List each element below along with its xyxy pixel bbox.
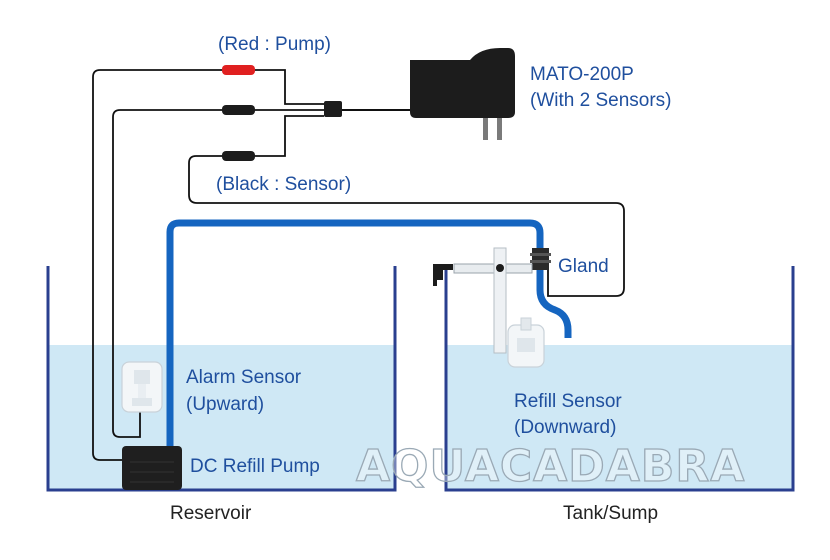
- alarm-sensor-cable: [112, 109, 222, 438]
- tank-water: [446, 345, 793, 490]
- black-sensor-label: (Black : Sensor): [216, 174, 351, 195]
- alarm-direction-label: (Upward): [186, 394, 264, 415]
- alarm-sensor: [121, 361, 163, 413]
- dc-pump-label: DC Refill Pump: [190, 456, 320, 477]
- black-connector-alarm: [222, 105, 255, 115]
- splitter: [324, 101, 342, 117]
- watermark-logo: AQUACADABRA: [356, 441, 745, 492]
- tank-label: Tank/Sump: [563, 503, 658, 524]
- tank-outline: [444, 266, 795, 492]
- black-connector-refill: [222, 151, 255, 161]
- refill-sensor-label: Refill Sensor: [514, 391, 622, 412]
- reservoir-water: [48, 345, 395, 490]
- refill-hose: [166, 219, 572, 446]
- product-note: (With 2 Sensors): [530, 90, 671, 111]
- refill-sensor-cable: [188, 155, 625, 297]
- product-name: MATO-200P: [530, 64, 634, 85]
- mount-bracket: [433, 247, 533, 354]
- dc-pump: [122, 446, 182, 490]
- pump-cable: [92, 69, 222, 461]
- gland-label: Gland: [558, 256, 609, 277]
- red-pump-label: (Red : Pump): [218, 34, 331, 55]
- refill-sensor: [507, 317, 545, 368]
- red-connector: [222, 65, 255, 75]
- alarm-sensor-label: Alarm Sensor: [186, 367, 302, 388]
- power-adapter: [410, 48, 515, 140]
- gland-fitting: [530, 248, 551, 270]
- refill-direction-label: (Downward): [514, 417, 616, 438]
- reservoir-label: Reservoir: [170, 503, 252, 524]
- reservoir-outline: [46, 266, 397, 492]
